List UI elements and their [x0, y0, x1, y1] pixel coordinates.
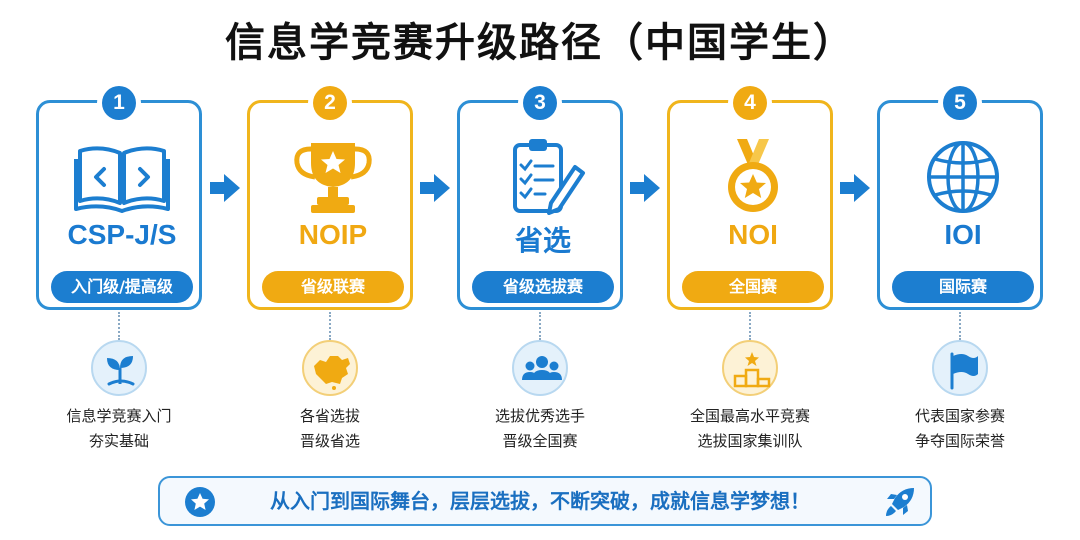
stage-name: 省选	[514, 225, 571, 256]
stage-name: CSP-J/S	[67, 219, 177, 250]
connector-line	[539, 312, 541, 340]
step-number-badge: 4	[733, 86, 767, 120]
motto-banner: 从入门到国际舞台，层层选拔，不断突破，成就信息学梦想！	[158, 476, 932, 526]
china-map-icon	[302, 340, 358, 396]
stage-name: IOI	[944, 219, 982, 250]
connector-line	[749, 312, 751, 340]
stage-name: NOI	[728, 219, 778, 250]
checklist-clipboard-icon	[493, 137, 593, 215]
stage-card-5: IOI 国际赛 5	[877, 86, 1043, 310]
page-title: 信息学竞赛升级路径（中国学生）	[225, 20, 855, 66]
connector-line	[329, 312, 331, 340]
star-icon	[184, 486, 216, 518]
step-number-badge: 2	[313, 86, 347, 120]
banner-text: 从入门到国际舞台，层层选拔，不断突破，成就信息学梦想！	[270, 489, 810, 513]
stage-card-4: NOI 全国赛 4	[667, 86, 833, 310]
stage-level-pill: 全国赛	[682, 271, 824, 303]
step-number-badge: 3	[523, 86, 557, 120]
globe-icon	[913, 137, 1013, 215]
stage-description: 各省选拔 晋级省选	[299, 407, 360, 450]
trophy-icon	[283, 137, 383, 215]
stage-level-pill: 入门级/提高级	[51, 271, 193, 303]
flag-icon	[932, 340, 988, 396]
stage-level-pill: 省级选拔赛	[472, 271, 614, 303]
podium-icon	[722, 340, 778, 396]
stage-description: 代表国家参赛 争夺国际荣誉	[914, 407, 1005, 450]
stage-level-pill: 国际赛	[892, 271, 1034, 303]
book-code-icon	[72, 137, 172, 215]
stage-description: 全国最高水平竞赛 选拔国家集训队	[689, 407, 810, 450]
sprout-icon	[91, 340, 147, 396]
arrow-right-icon	[418, 172, 452, 204]
arrow-right-icon	[628, 172, 662, 204]
stage-card-3: 省选 省级选拔赛 3	[457, 86, 623, 310]
connector-line	[959, 312, 961, 340]
stage-level-pill: 省级联赛	[262, 271, 404, 303]
stage-name: NOIP	[298, 219, 368, 250]
stage-description: 信息学竞赛入门 夯实基础	[66, 407, 172, 450]
connector-line	[118, 312, 120, 340]
medal-icon	[703, 137, 803, 215]
arrow-right-icon	[838, 172, 872, 204]
step-number-badge: 1	[102, 86, 136, 120]
stage-description: 选拔优秀选手 晋级全国赛	[494, 407, 585, 450]
stage-card-1: CSP-J/S 入门级/提高级 1	[36, 86, 202, 310]
step-number-badge: 5	[943, 86, 977, 120]
arrow-right-icon	[208, 172, 242, 204]
rocket-icon	[882, 484, 918, 520]
team-icon	[512, 340, 568, 396]
stage-card-2: NOIP 省级联赛 2	[247, 86, 413, 310]
